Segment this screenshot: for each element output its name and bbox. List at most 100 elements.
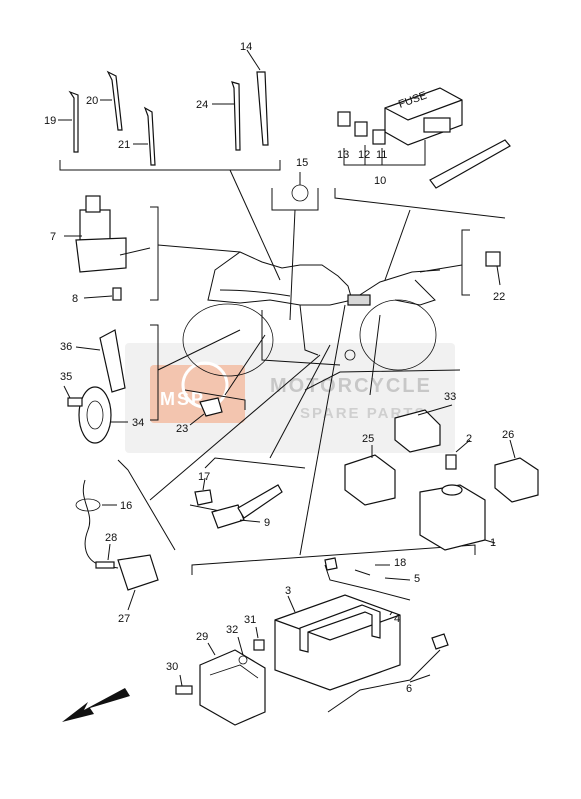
horn-bracket-36 (99, 329, 126, 393)
callout-24: 24 (196, 99, 208, 111)
cable-band-16 (75, 498, 101, 512)
leader-14 (246, 49, 261, 71)
leader-1 (484, 539, 496, 544)
fuse-11 (372, 129, 386, 145)
leader-sensor (269, 344, 331, 459)
front-wheel (182, 303, 274, 377)
battery-lead-5 (324, 564, 411, 601)
bolt-2 (445, 454, 457, 470)
callout-21: 21 (118, 139, 130, 151)
bracket-sidestand (117, 459, 176, 551)
callout-18: 18 (394, 557, 406, 569)
callout-25: 25 (362, 433, 374, 445)
bracket-23 (184, 389, 246, 410)
motorcycle-outline (182, 251, 441, 377)
clip-23 (189, 397, 223, 426)
cable-tie-14 (256, 71, 269, 146)
leader-horn (157, 329, 241, 371)
bracket-fuse (334, 188, 506, 219)
main-switch-key (85, 195, 101, 213)
horn-center (86, 400, 104, 430)
sidestand-switch-27 (117, 554, 159, 591)
callout-1: 1 (490, 537, 496, 549)
callout-labels: 1234567891011121314151617181920212223242… (44, 41, 514, 695)
bracket-relay-22 (461, 229, 470, 296)
frame-lower (261, 310, 341, 366)
leader-27 (127, 589, 136, 611)
leader-ties (229, 169, 281, 281)
callout-7: 7 (50, 231, 56, 243)
battery-assembly (274, 557, 449, 713)
lead-5-terminal (324, 557, 338, 571)
leader-switch (157, 244, 241, 253)
main-switch-body (79, 209, 111, 241)
leader-3 (287, 595, 296, 613)
leader-4 (389, 611, 393, 616)
fuse-box-top-edge (384, 99, 463, 121)
callout-2: 2 (466, 433, 472, 445)
callout-9: 9 (264, 517, 270, 529)
callout-13: 13 (337, 149, 349, 161)
callout-8: 8 (72, 293, 78, 305)
leader-9 (239, 519, 261, 523)
leader-clamp (289, 209, 296, 321)
sidestand-cable (82, 479, 119, 569)
screw-8 (112, 287, 122, 301)
leader-28 (107, 543, 111, 561)
leader-battery (299, 304, 346, 556)
group-brackets (59, 160, 506, 575)
leader-5 (384, 577, 411, 581)
cable-tie-24 (231, 81, 241, 151)
bolt-30 (175, 685, 193, 695)
sensor-location (344, 349, 356, 361)
cable-ties (58, 49, 269, 166)
bracket-sensor (204, 457, 306, 469)
leader-36 (75, 346, 101, 351)
battery-band-4 (299, 604, 381, 653)
horn-assembly (63, 329, 128, 444)
wire-clamp-15 (291, 172, 309, 202)
rectifier-29 (199, 649, 266, 726)
main-switch-base (75, 237, 127, 273)
rectifier-fins (209, 664, 259, 679)
harness-main (219, 289, 291, 297)
battery-lead-6 (327, 649, 441, 713)
clamp-loop (291, 184, 309, 202)
relay-22 (485, 251, 501, 286)
cable-tie-19 (68, 90, 79, 153)
callout-31: 31 (244, 614, 256, 626)
relays-assembly (344, 404, 539, 551)
leader-2 (455, 439, 471, 453)
rear-cowl (394, 279, 436, 306)
callout-4: 4 (394, 613, 400, 625)
leader-29 (207, 642, 216, 656)
rectifier-assembly (175, 626, 266, 726)
rear-wheel (359, 299, 437, 371)
frame-mid (299, 304, 319, 356)
starter-relay-terminal (441, 484, 463, 496)
callout-10: 10 (374, 175, 386, 187)
leader-relays (369, 314, 381, 396)
horn-34 (78, 386, 112, 444)
callout-32: 32 (226, 624, 238, 636)
leader-6 (409, 674, 431, 683)
callout-15: 15 (296, 157, 308, 169)
sensor-assembly (189, 477, 283, 529)
callout-36: 36 (60, 341, 72, 353)
battery-location (347, 294, 371, 306)
fuse-box-assembly: FUSE (337, 87, 511, 189)
bracket-main-switch (150, 206, 159, 301)
watermark-band (125, 343, 455, 453)
cable-tie-20 (106, 70, 123, 131)
leader-26 (509, 439, 516, 459)
callout-30: 30 (166, 661, 178, 673)
relay-25 (344, 454, 396, 506)
callout-27: 27 (118, 613, 130, 625)
callout-11: 11 (376, 149, 387, 161)
leader-23-part (189, 413, 205, 426)
callout-22: 22 (493, 291, 505, 303)
callout-20: 20 (86, 95, 98, 107)
clip-18 (354, 569, 371, 576)
main-switch-cable (119, 247, 151, 256)
